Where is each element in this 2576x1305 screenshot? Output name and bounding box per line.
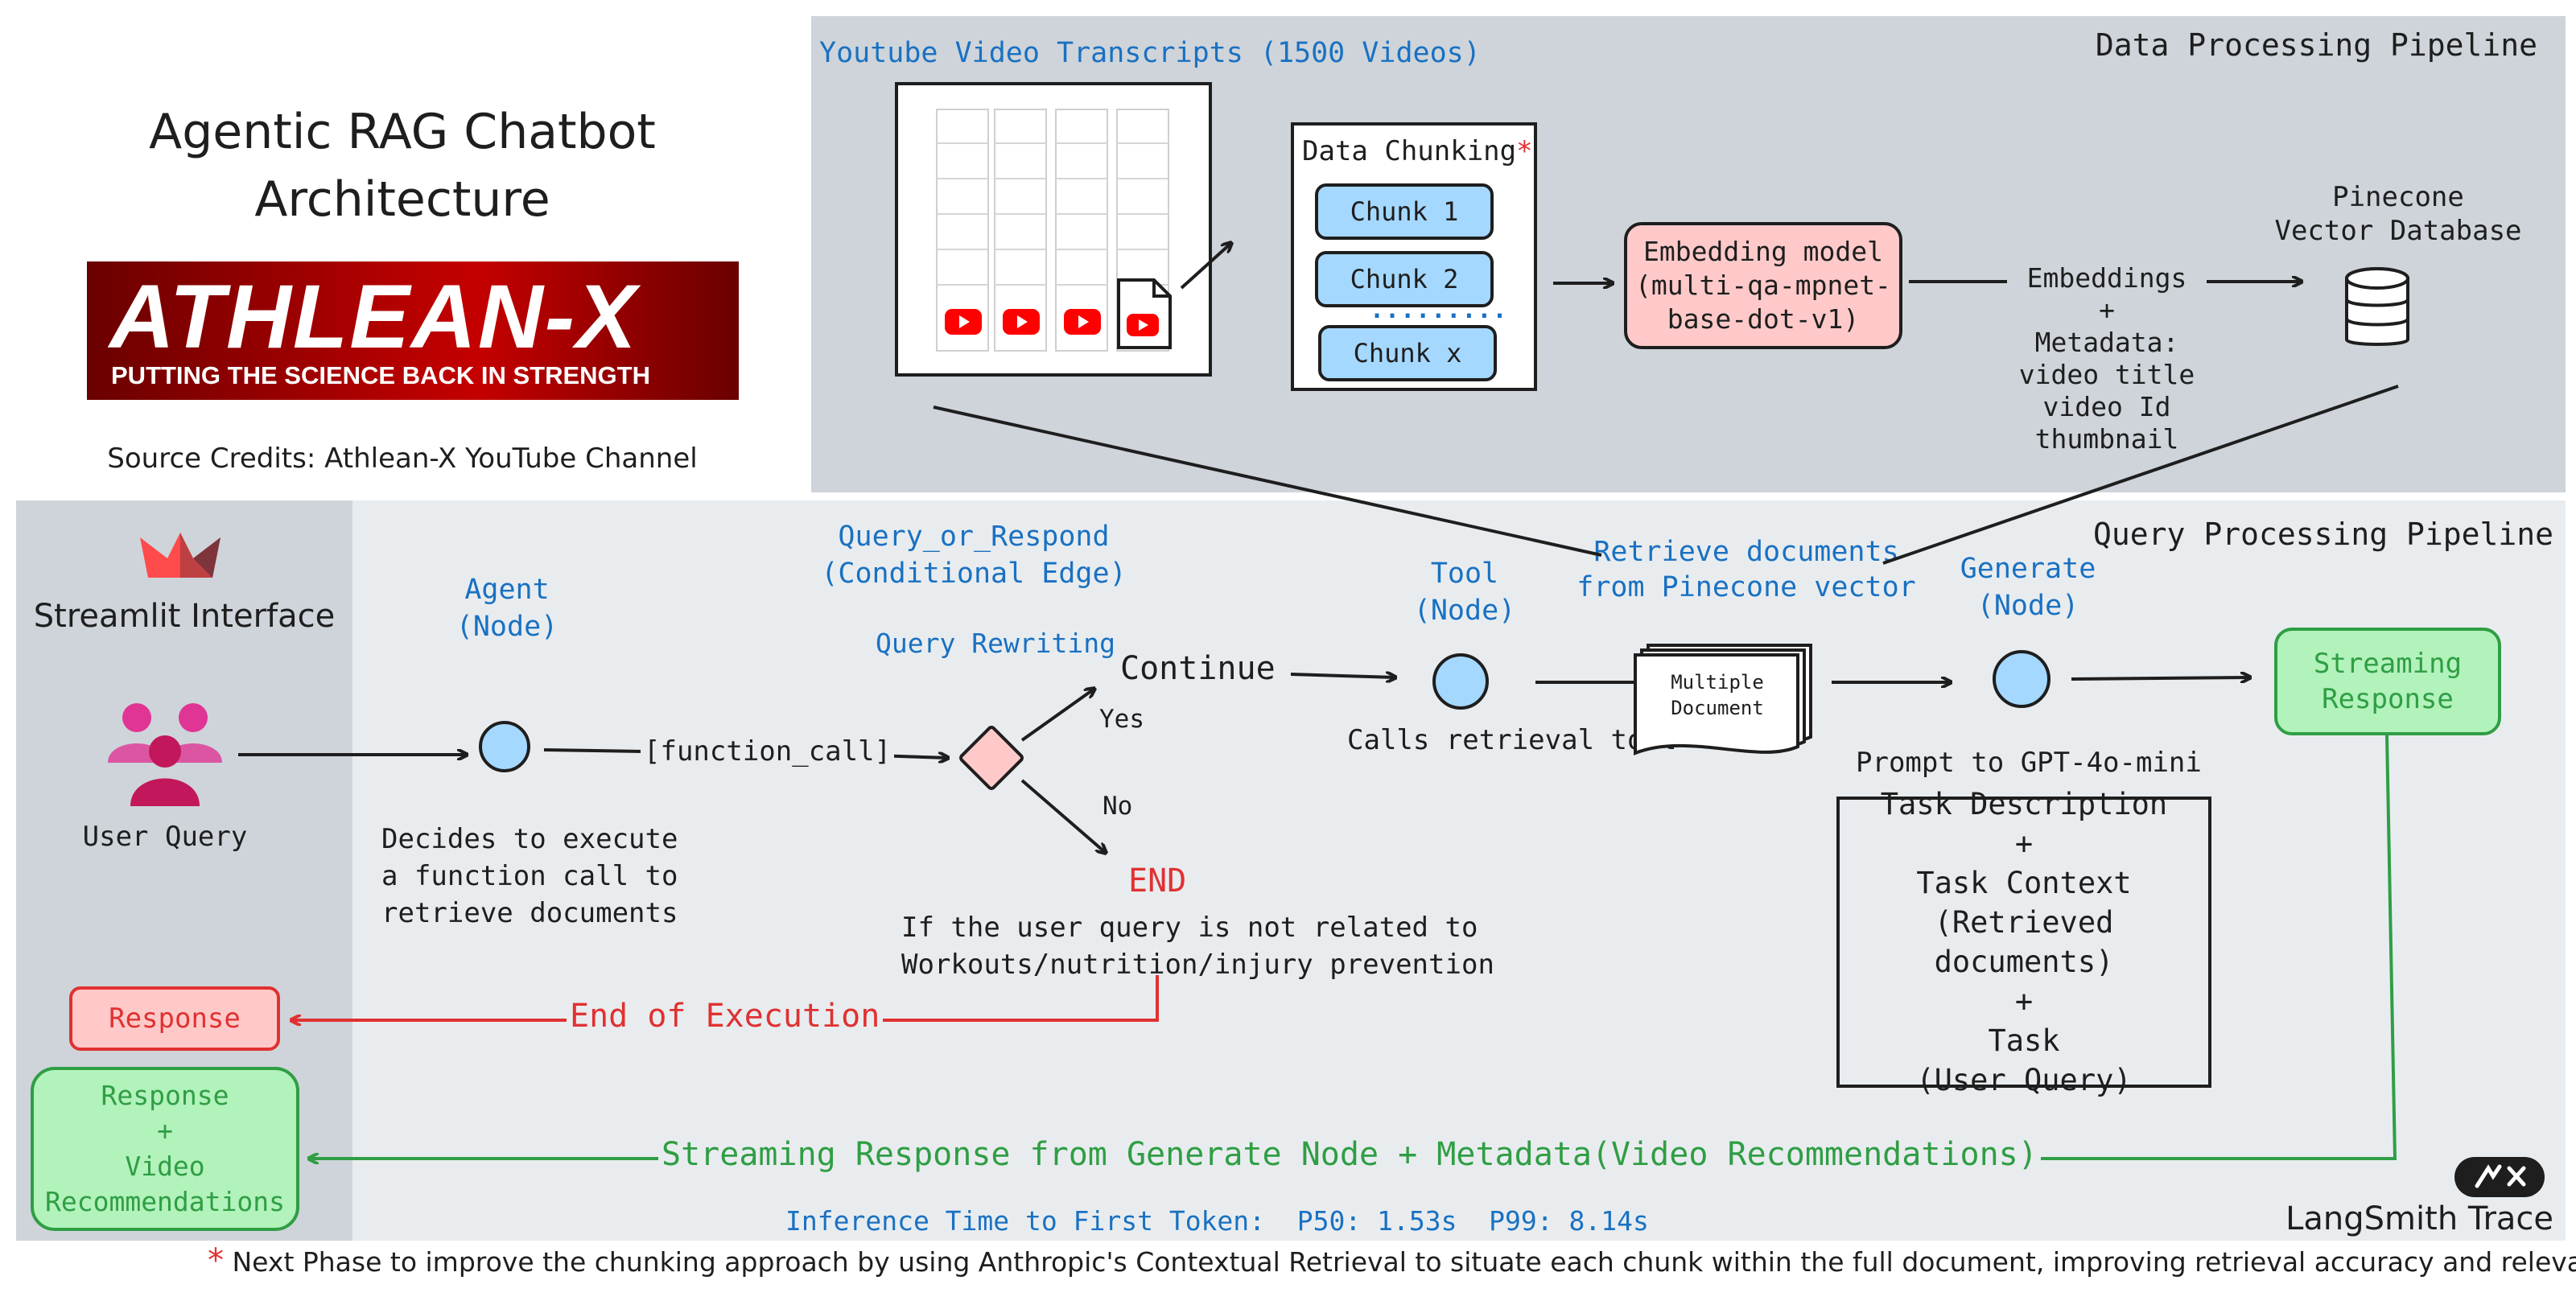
chunk-1: Chunk 1 (1315, 183, 1494, 240)
prompt-line-5: + (2014, 984, 2034, 1019)
streaming-line-2: Response (2322, 683, 2454, 715)
agent-description: Decides to execute a function call to re… (381, 821, 678, 932)
agent-desc-line-2: a function call to (381, 860, 678, 892)
retrieve-line-2: from Pinecone vector (1577, 571, 1916, 603)
retrieve-documents-label: Retrieve documents from Pinecone vector (1561, 534, 1931, 605)
generate-line-1: Generate (1960, 553, 2096, 585)
end-desc-line-1: If the user query is not related to (901, 912, 1478, 944)
data-pipeline-title: Data Processing Pipeline (2095, 27, 2537, 63)
inference-time-label: Inference Time to First Token: P50: 1.53… (785, 1205, 1649, 1237)
tool-line-2: (Node) (1413, 595, 1516, 627)
chunk-x: Chunk x (1318, 325, 1497, 381)
prompt-line-7: (User Query) (1916, 1063, 2132, 1097)
documents-label: Multiple Document (1637, 669, 1798, 721)
agent-line-2: (Node) (455, 611, 558, 643)
embedding-model-line-3: base-dot-v1) (1667, 303, 1860, 335)
conditional-line-1: Query_or_Respond (838, 521, 1110, 553)
documents-line-2: Document (1671, 697, 1764, 719)
vector-db-label: Pinecone Vector Database (2253, 180, 2543, 248)
transcripts-label: Youtube Video Transcripts (1500 Videos) (819, 37, 1481, 69)
footnote-marker: * (1516, 135, 1533, 167)
logo-wordmark: ATHLEAN-X (109, 266, 638, 367)
agent-desc-line-1: Decides to execute (381, 823, 678, 855)
footnote-text: Next Phase to improve the chunking appro… (232, 1246, 2576, 1278)
yes-label: Yes (1099, 705, 1144, 734)
generate-node[interactable] (1993, 650, 2050, 708)
title-line-2: Architecture (254, 171, 550, 228)
streaming-line-1: Streaming (2313, 648, 2463, 680)
end-description: If the user query is not related to Work… (901, 909, 1494, 983)
streamlit-interface-title: Streamlit Interface (33, 598, 336, 635)
end-of-execution-label: End of Execution (567, 998, 884, 1035)
footnote: * Next Phase to improve the chunking app… (208, 1242, 2576, 1280)
final-response-line-4: Recommendations (44, 1186, 285, 1217)
embeddings-line-4: video title (2018, 359, 2195, 390)
generate-node-label: Generate (Node) (1947, 550, 2108, 624)
data-chunking-label: Data Chunking (1302, 135, 1517, 167)
response-box: Response (69, 986, 280, 1051)
vector-db-line-2: Vector Database (2274, 215, 2522, 247)
streaming-response-box: Streaming Response (2274, 628, 2501, 735)
conditional-line-2: (Conditional Edge) (821, 558, 1127, 590)
conditional-edge-label: Query_or_Respond (Conditional Edge) (821, 518, 1127, 592)
generate-line-2: (Node) (1976, 590, 2079, 622)
streaming-from-generate-label: Streaming Response from Generate Node + … (658, 1136, 2041, 1173)
chunk-ellipsis: ......... (1370, 296, 1508, 324)
transcripts-box (895, 82, 1212, 377)
prompt-line-3: Task Context (1916, 866, 2132, 900)
agent-node[interactable] (479, 721, 530, 772)
function-call-label: [function_call] (641, 735, 895, 768)
retrieve-line-1: Retrieve documents (1593, 536, 1899, 568)
no-label: No (1103, 792, 1133, 821)
tool-node-label: Tool (Node) (1392, 555, 1537, 629)
final-response-line-1: Response (101, 1080, 229, 1111)
final-response-box: Response + Video Recommendations (31, 1067, 299, 1231)
user-query-label: User Query (82, 821, 248, 853)
continue-label: Continue (1120, 650, 1276, 687)
final-response-line-2: + (157, 1115, 173, 1147)
chunk-2: Chunk 2 (1315, 251, 1494, 307)
query-pipeline-title: Query Processing Pipeline (2093, 517, 2553, 552)
athlean-x-logo: ATHLEAN-X PUTTING THE SCIENCE BACK IN ST… (87, 261, 744, 400)
embeddings-metadata-label: Embeddings + Metadata: video title video… (2009, 262, 2205, 455)
embedding-model-line-2: (multi-qa-mpnet- (1635, 270, 1891, 301)
embeddings-line-2: + (2099, 294, 2115, 326)
embeddings-line-3: Metadata: (2034, 327, 2179, 358)
end-desc-line-2: Workouts/nutrition/injury prevention (901, 949, 1494, 981)
agent-line-1: Agent (464, 574, 550, 606)
title-line-1: Agentic RAG Chatbot (149, 104, 656, 160)
diagram-title: Agentic RAG Chatbot Architecture (89, 98, 716, 233)
embeddings-line-1: Embeddings (2026, 262, 2187, 294)
embedding-model-line-1: Embedding model (1642, 236, 1883, 267)
tool-line-1: Tool (1430, 558, 1499, 590)
agent-node-label: Agent (Node) (427, 571, 587, 645)
vector-db-line-1: Pinecone (2332, 181, 2464, 213)
prompt-label: Prompt to GPT-4o-mini (1856, 747, 2202, 779)
prompt-line-4: (Retrieved documents) (1934, 905, 2114, 979)
tool-node[interactable] (1432, 653, 1489, 710)
footnote-marker: * (208, 1242, 224, 1279)
prompt-line-6: Task (1988, 1023, 2060, 1058)
prompt-line-1: Task Description (1880, 787, 2168, 821)
logo-tagline: PUTTING THE SCIENCE BACK IN STRENGTH (111, 361, 650, 389)
agent-desc-line-3: retrieve documents (381, 897, 678, 929)
documents-line-1: Multiple (1671, 671, 1764, 694)
data-chunking-title: Data Chunking* (1302, 134, 1533, 169)
embedding-model-box: Embedding model (multi-qa-mpnet- base-do… (1624, 222, 1902, 349)
end-label: END (1128, 862, 1187, 900)
query-rewriting-label: Query Rewriting (876, 628, 1116, 659)
final-response-line-3: Video (125, 1151, 205, 1182)
langsmith-trace-label: LangSmith Trace (2285, 1200, 2553, 1237)
source-credits: Source Credits: Athlean-X YouTube Channe… (107, 443, 698, 475)
embeddings-line-6: thumbnail (2034, 423, 2179, 455)
prompt-line-2: + (2014, 826, 2034, 861)
tool-description: Calls retrieval tool (1347, 724, 1677, 756)
prompt-box: Task Description + Task Context (Retriev… (1836, 787, 2211, 1097)
data-chunking-box: Data Chunking* Chunk 1 Chunk 2 .........… (1291, 122, 1537, 391)
embeddings-line-5: video Id (2042, 391, 2171, 422)
